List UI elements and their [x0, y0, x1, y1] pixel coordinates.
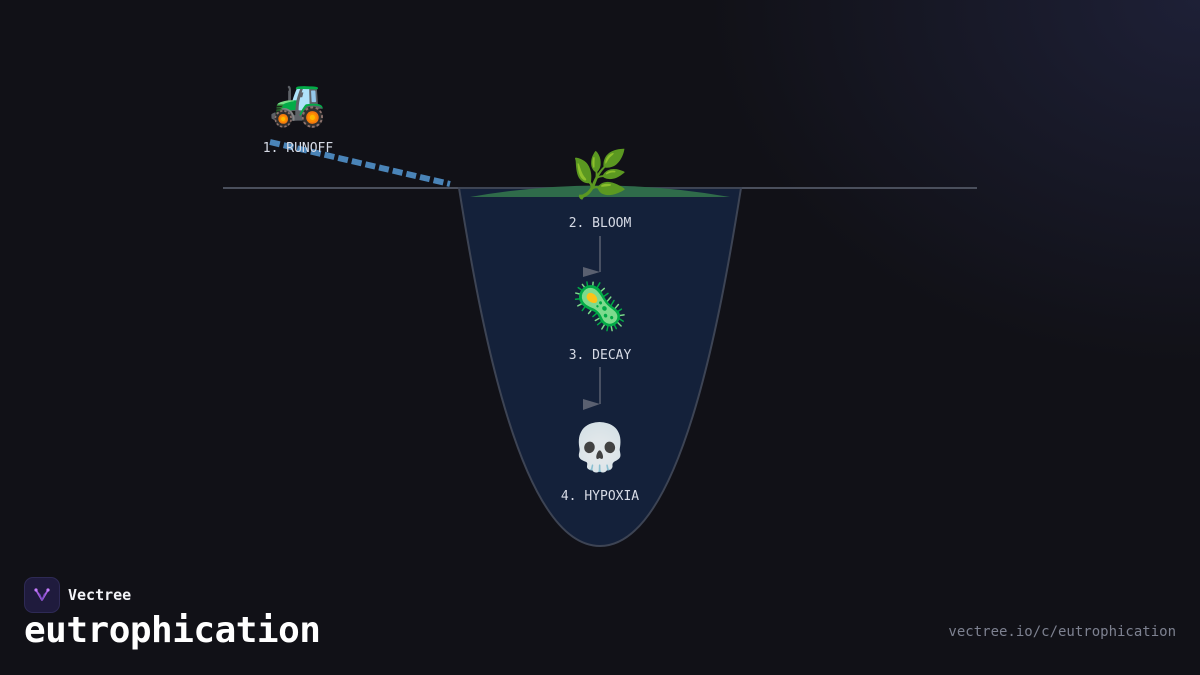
- vectree-logo-icon: [24, 577, 60, 613]
- page-title: eutrophication: [24, 610, 321, 651]
- step-label-bloom: 2. BLOOM: [569, 216, 632, 231]
- step-label-hypoxia: 4. HYPOXIA: [561, 489, 639, 504]
- microbe-icon: 🦠: [571, 279, 628, 333]
- step-label-runoff: 1. RUNOFF: [263, 141, 334, 156]
- arrowhead-bloom-decay: [583, 267, 600, 277]
- skull-icon: 💀: [571, 420, 628, 474]
- step-label-decay: 3. DECAY: [569, 348, 632, 363]
- algae-layer: [470, 185, 730, 197]
- arrowhead-decay-hypoxia: [583, 399, 600, 410]
- herb-icon: 🌿: [571, 147, 628, 201]
- brand-name: Vectree: [68, 586, 132, 604]
- runoff-stream: [269, 139, 451, 187]
- tractor-icon: 🚜: [269, 75, 326, 129]
- page-url[interactable]: vectree.io/c/eutrophication: [948, 624, 1176, 640]
- brand: Vectree: [24, 577, 131, 613]
